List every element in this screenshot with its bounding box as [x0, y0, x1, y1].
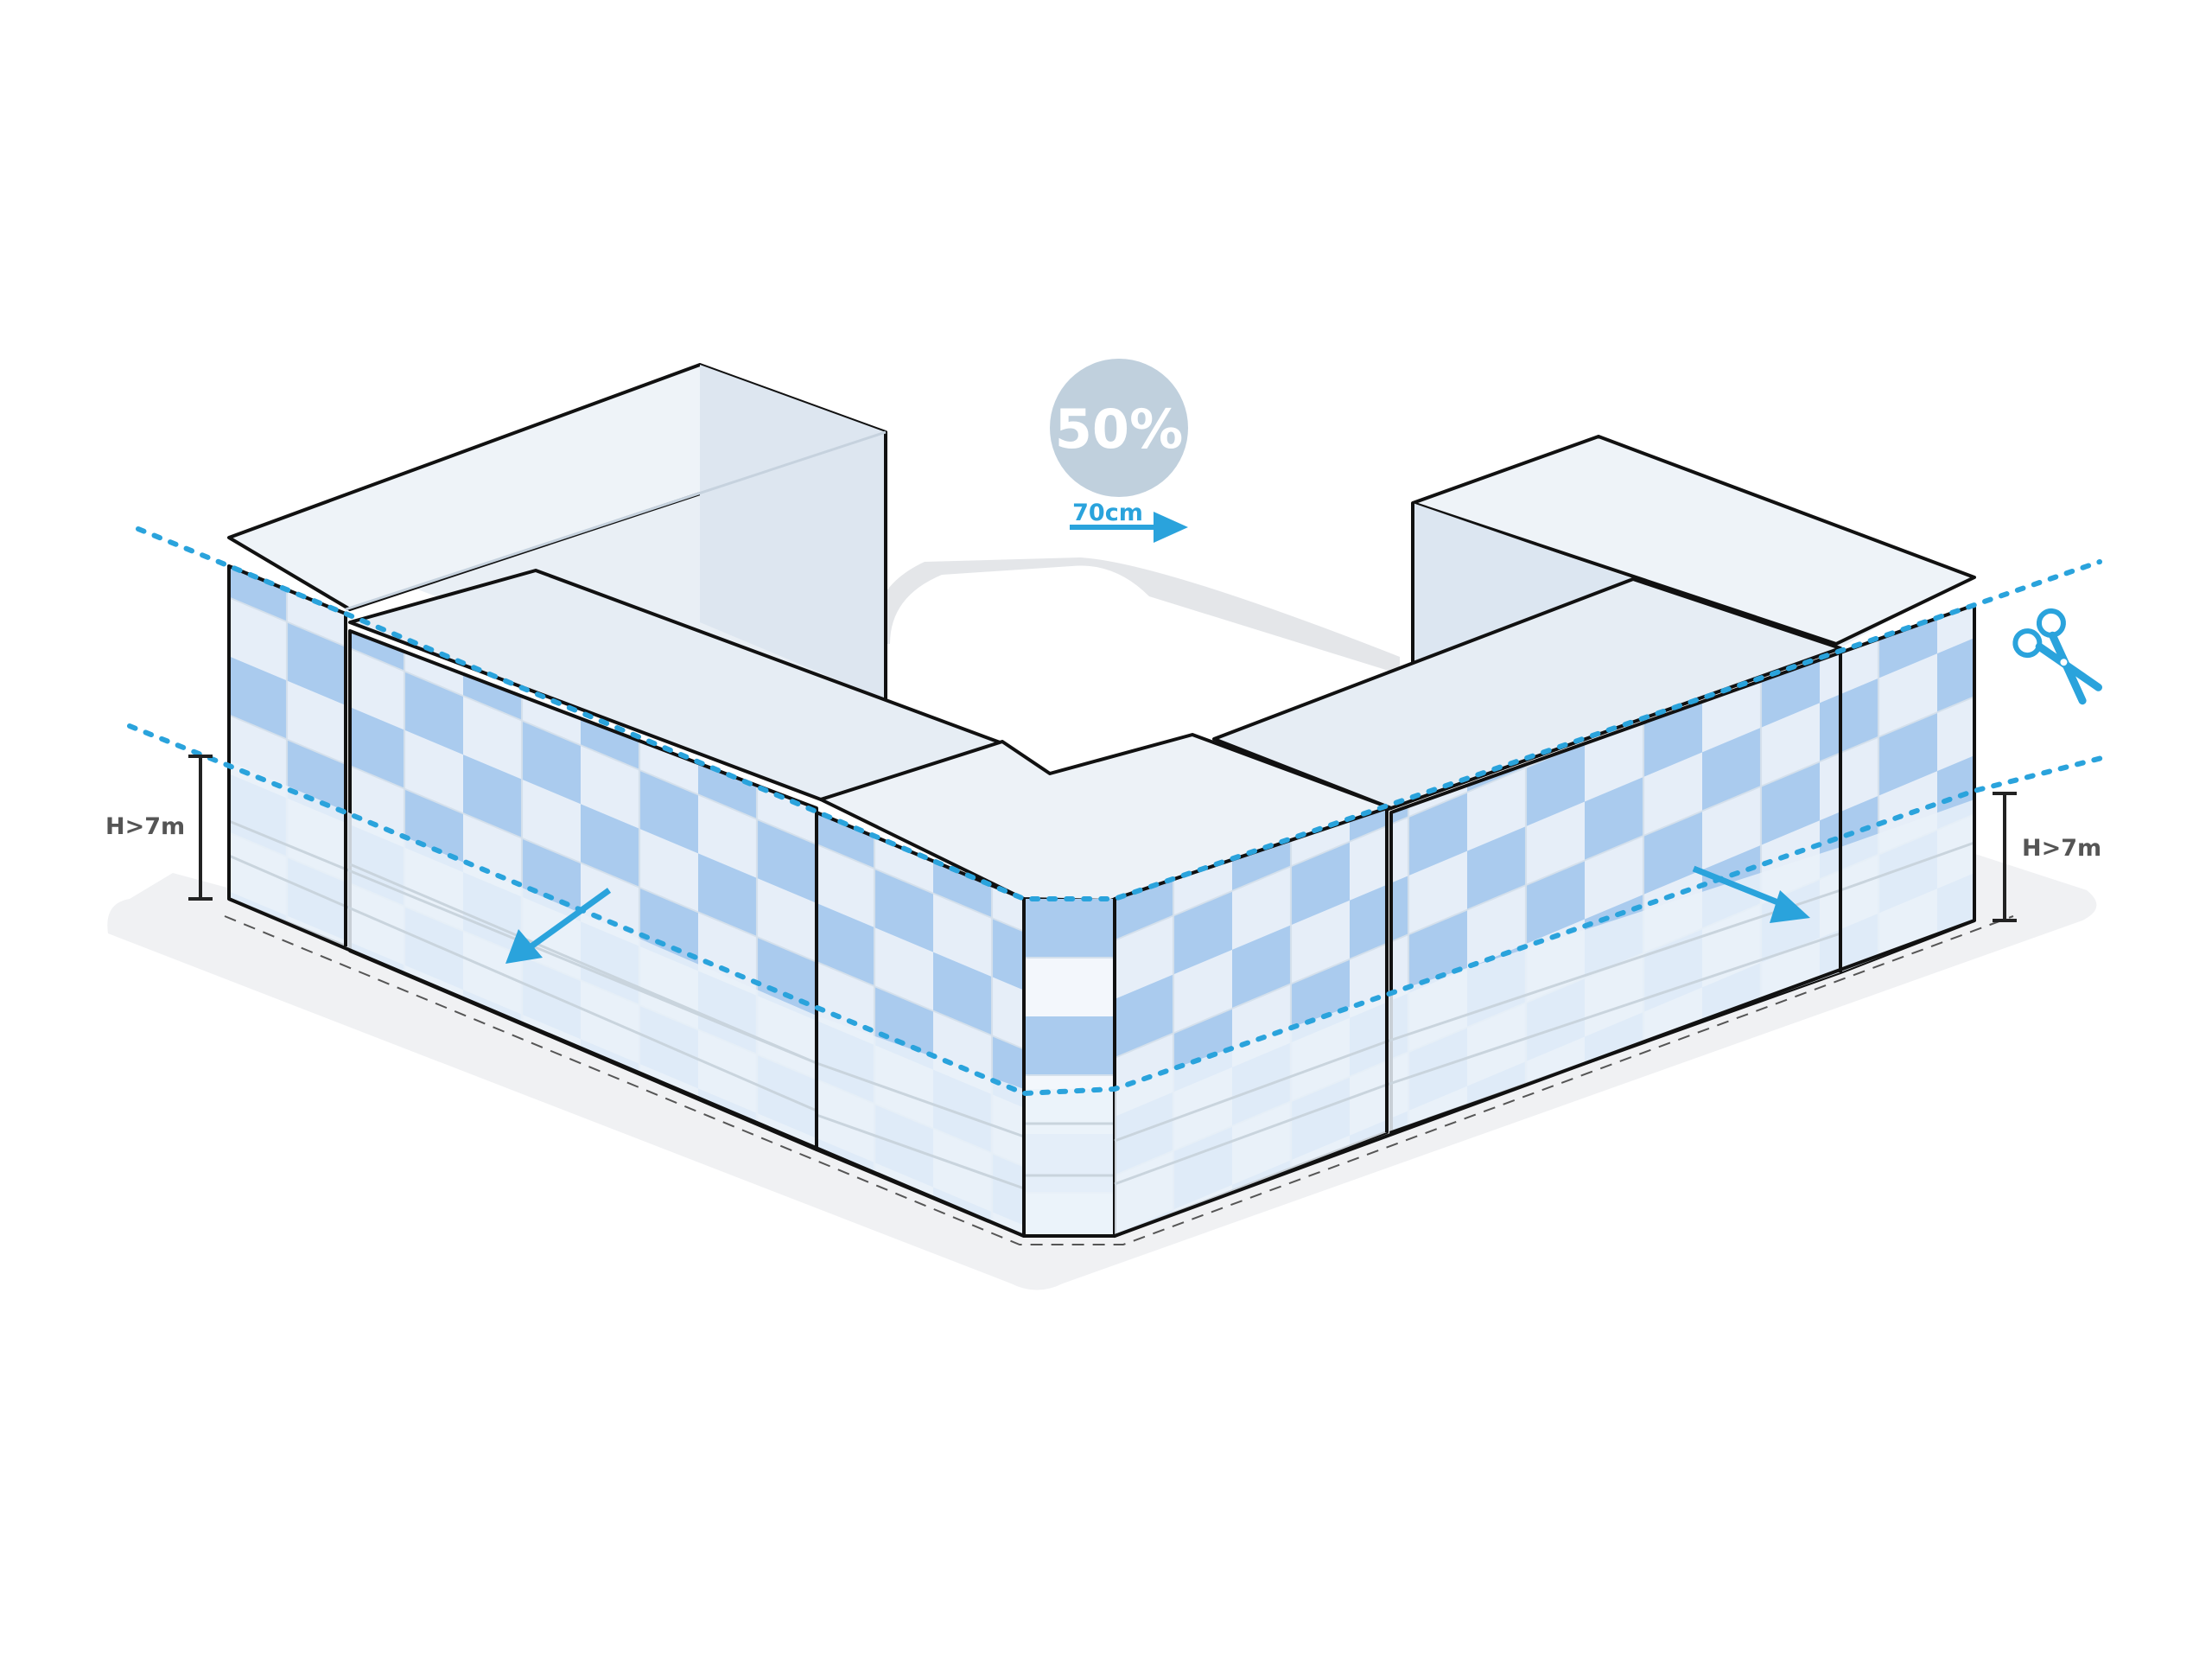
height-dimension-right [1993, 792, 2017, 922]
right-facade [1113, 603, 1976, 1238]
arrow-right-icon [1070, 512, 1188, 543]
left-facade [227, 564, 1026, 1238]
main-roofs [348, 569, 1842, 902]
left-back-tower [227, 363, 887, 700]
height-label-right: H>7m [2022, 835, 2101, 862]
corner-facade [1022, 899, 1116, 1238]
offset-label: 70cm [1072, 500, 1143, 526]
scissors-icon [2012, 608, 2102, 705]
height-dimension-left [188, 755, 213, 901]
percentage-label: 50% [1055, 398, 1183, 461]
offset-indicator: 70cm [1070, 500, 1188, 543]
facade-arrows [505, 865, 1810, 964]
height-label-left: H>7m [105, 813, 185, 840]
setback-lines [127, 526, 2111, 1097]
percentage-badge: 50% [1050, 359, 1188, 497]
right-back-tower [1411, 435, 1976, 667]
